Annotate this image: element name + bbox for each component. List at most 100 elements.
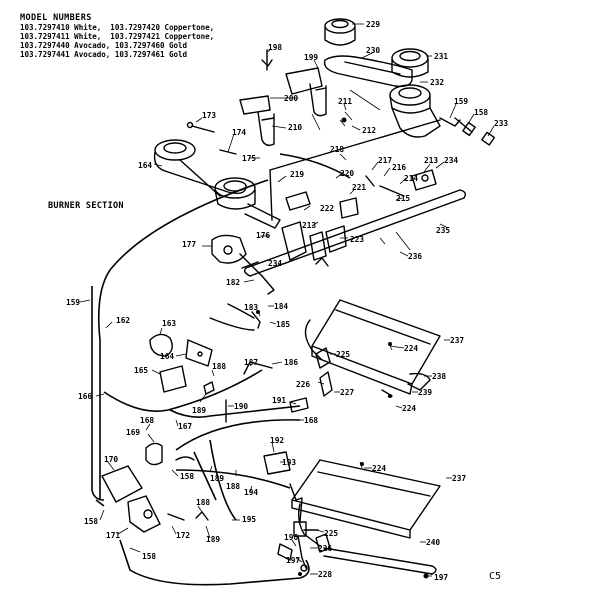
label-183: 183 [244,303,258,312]
model-row-1: 103.7297410 White, 103.7297420 Copperton… [20,23,215,32]
label-162: 162 [116,316,130,325]
left-burner-assembly [153,139,281,295]
label-230: 230 [366,46,380,55]
label-213-b: 213 [302,221,316,230]
label-197-b: 197 [434,573,448,582]
label-234-a: 234 [444,156,458,165]
label-187: 187 [244,358,258,367]
label-164: 164 [138,161,152,170]
label-158-a: 158 [474,108,488,117]
label-165: 165 [134,366,148,375]
label-170: 170 [104,455,118,464]
label-173: 173 [202,111,216,120]
label-176: 176 [256,231,270,240]
label-198: 198 [268,43,282,52]
label-223: 223 [350,235,364,244]
label-212: 212 [362,126,376,135]
label-220: 220 [340,169,354,178]
label-159-a: 159 [454,97,468,106]
label-240: 240 [426,538,440,547]
thermostat-group [103,303,309,451]
label-191: 191 [272,396,286,405]
model-row-4: 103.7297441 Avocado, 103.7297461 Gold [20,50,188,59]
label-215: 215 [396,194,410,203]
label-237-a: 237 [450,336,464,345]
label-229: 229 [366,20,380,29]
label-233: 233 [494,119,508,128]
label-196: 196 [284,533,298,542]
label-211: 211 [338,97,352,106]
valve-brackets [186,49,346,155]
label-189-b: 189 [210,474,224,483]
label-182: 182 [226,278,240,287]
label-171: 171 [106,531,120,540]
label-234-b: 234 [268,259,282,268]
label-235: 235 [436,226,450,235]
label-175: 175 [242,154,256,163]
label-185: 185 [276,320,290,329]
model-numbers-header: MODEL NUMBERS [20,13,92,23]
top-burner-assembly [323,18,496,146]
label-222: 222 [320,204,334,213]
label-224-b: 224 [402,404,416,413]
pilot-assembly [263,451,319,572]
label-221: 221 [352,183,366,192]
label-210: 210 [288,123,302,132]
label-172: 172 [176,531,190,540]
label-200: 200 [284,94,298,103]
lower-burner-pan [291,459,441,575]
part-labels: 229 198 230 231 199 232 200 211 159 158 … [66,20,508,582]
label-226-a: 226 [296,380,310,389]
label-189-c: 189 [206,535,220,544]
label-186: 186 [284,358,298,367]
label-188-c: 188 [196,498,210,507]
leader-lines [79,23,495,577]
label-188-b: 188 [226,482,240,491]
label-190: 190 [234,402,248,411]
label-217: 217 [378,156,392,165]
label-192: 192 [270,436,284,445]
bolt-markers [256,117,429,579]
label-226-b: 226 [318,544,332,553]
gas-tube [91,179,269,501]
label-177: 177 [182,240,196,249]
label-224-c: 224 [372,464,386,473]
label-166: 166 [78,392,92,401]
label-224-a: 224 [404,344,418,353]
section-title: BURNER SECTION [48,201,124,211]
label-197-a: 197 [286,556,300,565]
label-227: 227 [340,388,354,397]
label-158-c: 158 [84,517,98,526]
label-236: 236 [408,252,422,261]
label-225-a: 225 [336,350,350,359]
label-239: 239 [418,388,432,397]
label-189-a: 189 [192,406,206,415]
manifold-valves [279,153,437,267]
label-225-b: 225 [324,529,338,538]
label-193: 193 [282,458,296,467]
label-218: 218 [330,145,344,154]
label-231: 231 [434,52,448,61]
label-163: 163 [162,319,176,328]
model-row-2: 103.7297411 White, 103.7297421 Copperton… [20,32,215,41]
label-237-b: 237 [452,474,466,483]
label-164-b: 164 [160,352,174,361]
label-213-a: 213 [424,156,438,165]
label-219: 219 [290,170,304,179]
label-194: 194 [244,488,258,497]
manifold-pipe [243,119,467,277]
label-238: 238 [432,372,446,381]
label-184: 184 [274,302,288,311]
label-158-b: 158 [180,472,194,481]
page-code: C5 [489,571,502,582]
label-174: 174 [232,128,246,137]
label-214: 214 [404,174,418,183]
label-168-a: 168 [140,416,154,425]
label-158-d: 158 [142,552,156,561]
label-228: 228 [318,570,332,579]
label-159-b: 159 [66,298,80,307]
upper-burner-pan [304,299,441,397]
